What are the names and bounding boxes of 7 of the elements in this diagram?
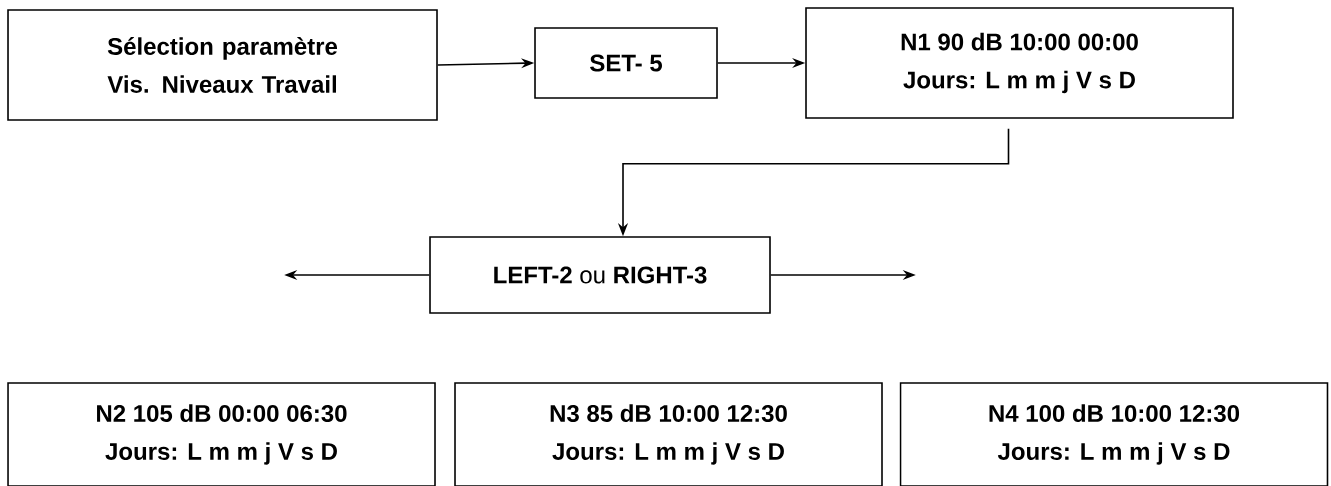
process-box: SET- 5 [534, 27, 718, 99]
process-box: N3 85 dB 10:00 12:30 Jours: L m m j V s D [454, 382, 883, 486]
process-box: LEFT-2 ou RIGHT-3 [429, 236, 771, 314]
process-box: N4 100 dB 10:00 12:30 Jours: L m m j V s D [899, 382, 1329, 486]
process-box: Sélection paramètre Vis. Niveaux Travail [7, 9, 438, 121]
process-box: N2 105 dB 00:00 06:30 Jours: L m m j V s D [7, 382, 436, 486]
process-box: N1 90 dB 10:00 00:00 Jours: L m m j V s D [805, 7, 1234, 119]
